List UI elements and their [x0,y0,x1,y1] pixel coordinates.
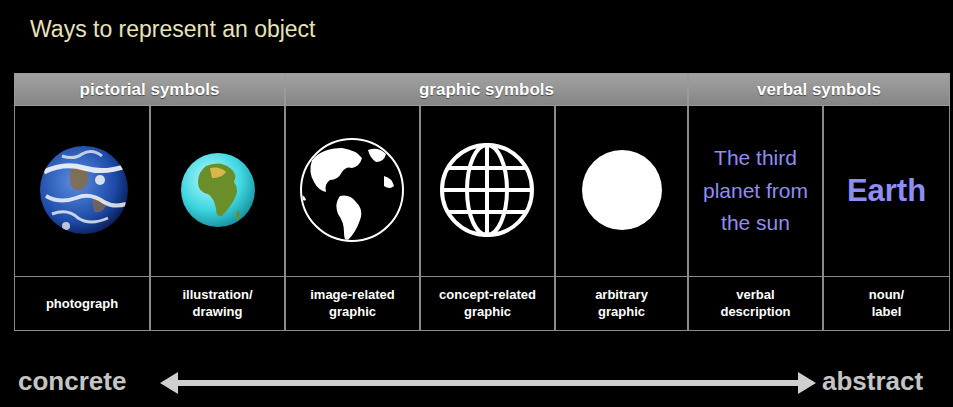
cell-label-area: noun/ label [824,276,949,331]
symbol-cell: illustration/ drawing [150,106,285,331]
symbol-cell: image-related graphic [285,106,420,331]
symbol-type-label: noun/ label [864,287,909,321]
scale-end-label: abstract [822,366,923,397]
symbol-type-label: photograph [46,296,118,313]
cell-label-area: verbal description [689,276,822,331]
verbal-symbol: The third planet from the sun [694,142,817,240]
symbol-cell: arbitrary graphic [555,106,688,331]
scale-arrow [160,372,816,394]
symbol-cell: The third planet from the sun verbal desc… [688,106,823,331]
verbal-symbol-area: The third planet from the sun [689,106,822,276]
photo-globe [40,146,128,234]
verbal-symbol: Earth [847,173,926,209]
symbol-type-label: image-related graphic [303,287,403,321]
symbol-cell: photograph [14,106,150,331]
arbitrary-circle [582,150,662,230]
scale-end-label: concrete [18,366,126,397]
illustrated-globe [181,153,255,227]
symbol-type-label: concept-related graphic [434,287,542,321]
concept-globe [442,145,532,235]
cell-label-area: concept-related graphic [421,276,554,331]
category-band: graphic symbols [285,73,688,106]
cell-label-area: illustration/ drawing [151,276,284,331]
symbol-type-label: illustration/ drawing [168,287,268,321]
category-name: verbal symbols [757,80,881,100]
cell-label-area: arbitrary graphic [556,276,687,331]
verbal-symbol-area: Earth [824,106,949,276]
symbol-cell: concept-related graphic [420,106,555,331]
category-name: graphic symbols [419,80,554,100]
diagram-title: Ways to represent an object [30,16,316,43]
symbol-type-label: arbitrary graphic [572,287,672,321]
category-band: pictorial symbols [14,73,285,106]
cell-label-area: image-related graphic [286,276,419,331]
symbol-cell: Earth noun/ label [823,106,950,331]
image-related-globe [300,139,403,241]
category-band: verbal symbols [688,73,950,106]
category-name: pictorial symbols [80,80,220,100]
cell-label-area: photograph [15,276,149,331]
symbol-type-label: verbal description [706,287,806,321]
